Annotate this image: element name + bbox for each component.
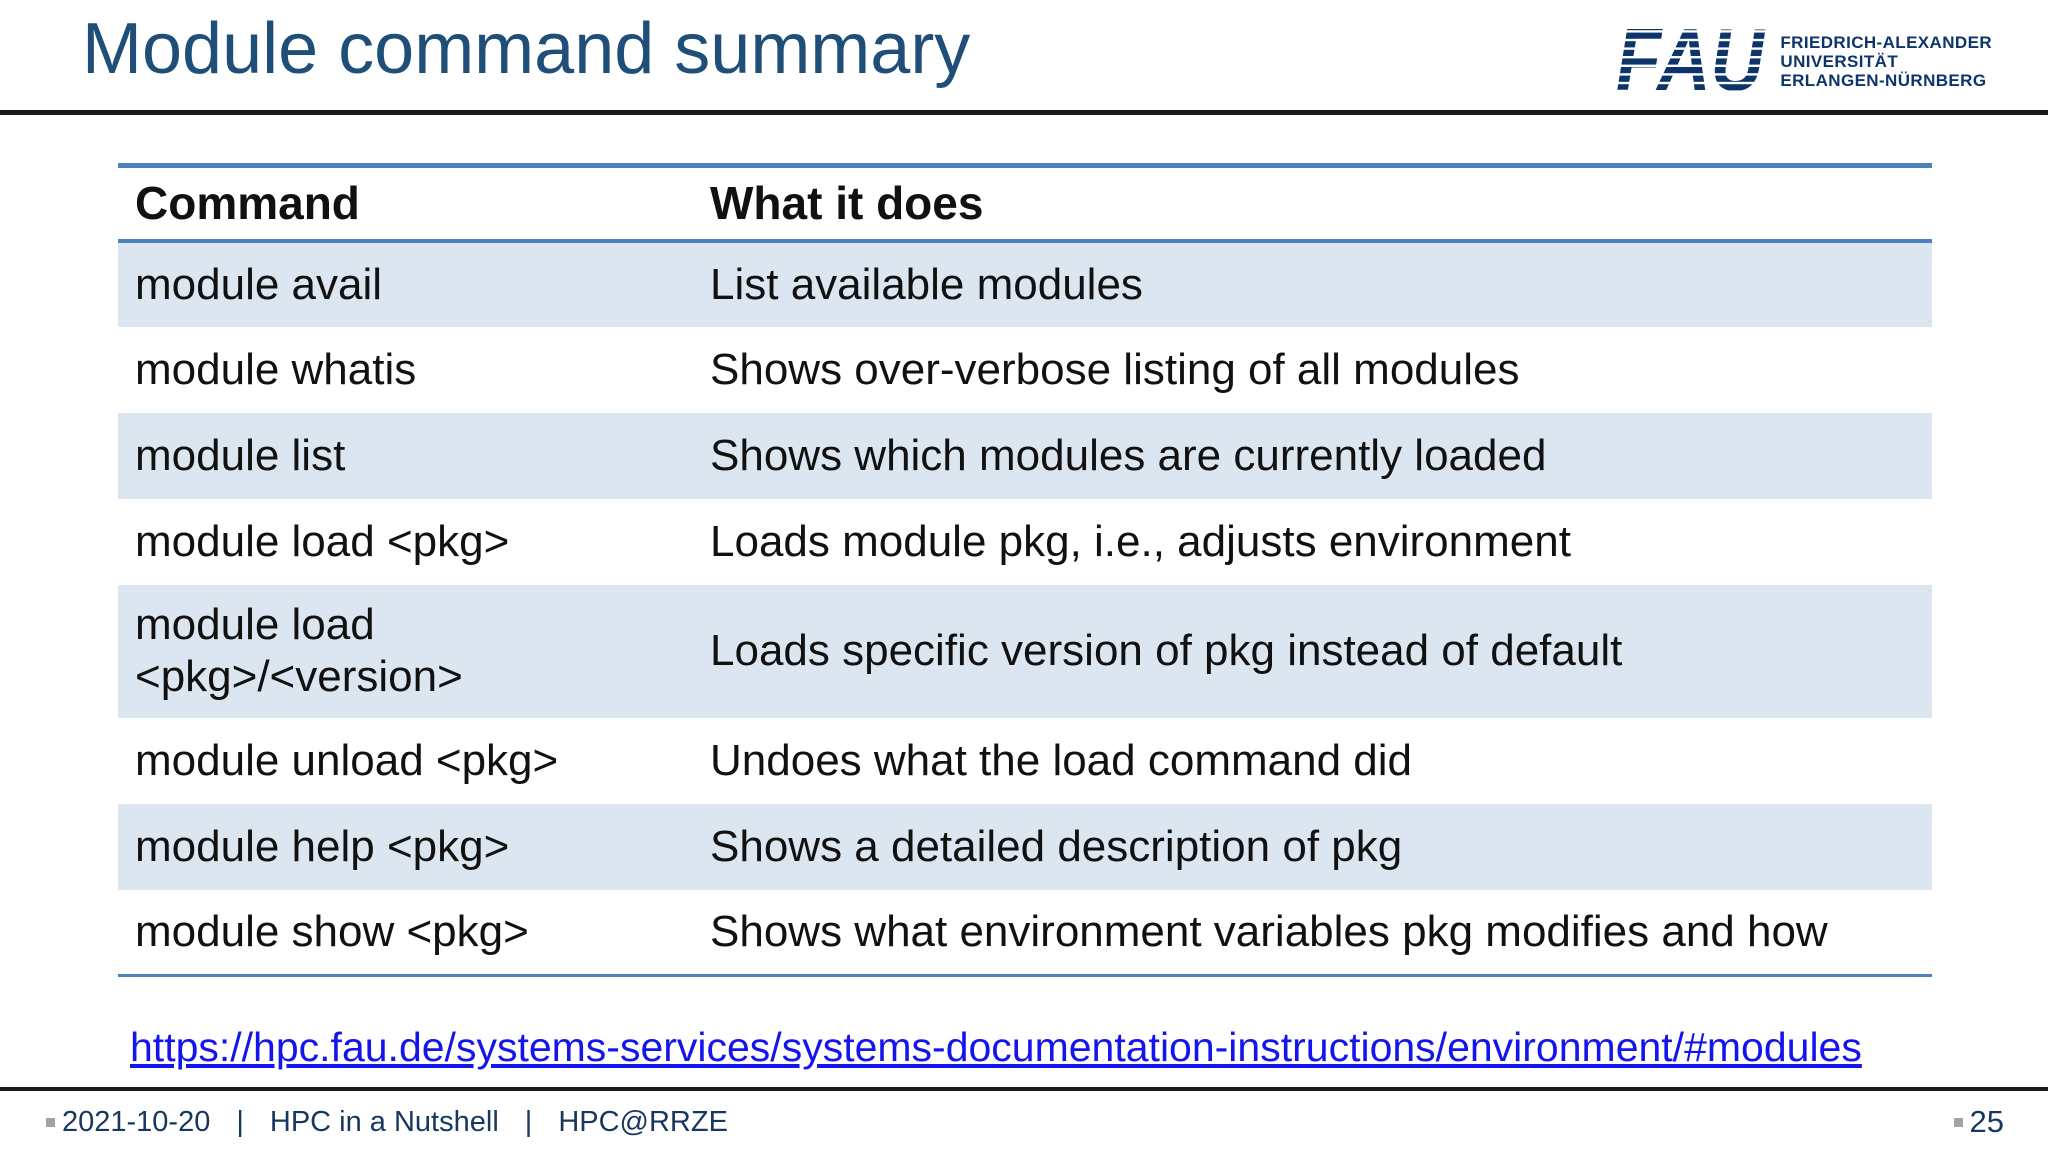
footer-separator: | [236,1105,244,1138]
command-table: Command What it does module avail List a… [118,163,1932,977]
description-cell: Shows what environment variables pkg mod… [710,906,1828,956]
fau-org-line: FRIEDRICH-ALEXANDER [1780,33,1992,52]
description-cell: Loads module pkg, i.e., adjusts environm… [710,516,1571,566]
command-cell: module help <pkg> [135,821,510,871]
fau-wordmark: FRIEDRICH-ALEXANDER UNIVERSITÄT ERLANGEN… [1780,33,1992,90]
table-row: module whatis Shows over-verbose listing… [118,326,1932,413]
command-cell: module show <pkg> [135,906,529,956]
table-row: module avail List available modules [118,240,1932,327]
table-row: module list Shows which modules are curr… [118,412,1932,499]
description-cell: Loads specific version of pkg instead of… [710,626,1623,676]
footer-divider [0,1087,2048,1091]
fau-org-line: UNIVERSITÄT [1780,52,1899,71]
table-row: module load <pkg> Loads module pkg, i.e.… [118,498,1932,585]
footer-date: 2021-10-20 [62,1105,211,1138]
command-cell: module unload <pkg> [135,735,559,785]
table-row: module load <pkg>/<version> Loads specif… [118,584,1932,718]
footer-bullet-icon [46,1117,55,1127]
table-row: module show <pkg> Shows what environment… [118,889,1932,976]
description-cell: Undoes what the load command did [710,735,1412,785]
page-title: Module command summary [82,9,971,89]
page-number: 25 [1969,1104,2004,1139]
description-cell: Shows a detailed description of pkg [710,821,1403,871]
page-number-container: 25 [1953,1103,2004,1141]
command-cell: module load <pkg>/<version> [135,600,463,701]
page-number-bullet-icon [1953,1117,1963,1127]
footer-separator: | [524,1105,533,1138]
description-cell: List available modules [710,259,1143,309]
fau-striped-letters-icon: FAU [1616,24,1766,92]
column-header-description: What it does [693,165,1932,243]
footer: 2021-10-20 | HPC in a Nutshell | HPC@RRZ… [46,1103,728,1141]
column-header-command: Command [118,165,693,243]
description-cell: Shows over-verbose listing of all module… [710,344,1520,394]
documentation-link[interactable]: https://hpc.fau.de/systems-services/syst… [130,1024,1862,1070]
command-table-container: Command What it does module avail List a… [118,163,1932,977]
command-cell: module load <pkg> [135,516,510,566]
table-header-row: Command What it does [118,165,1932,243]
command-cell: module whatis [135,344,417,394]
title-divider [0,110,2048,115]
table-row: module unload <pkg> Undoes what the load… [118,717,1932,804]
command-cell: module avail [135,259,383,309]
fau-logo: FAU FRIEDRICH-ALEXANDER UNIVERSITÄT ERLA… [1614,24,1992,92]
command-cell: module list [135,430,346,480]
fau-org-line: ERLANGEN-NÜRNBERG [1780,71,1987,90]
description-cell: Shows which modules are currently loaded [710,430,1547,480]
fau-acronym: FAU [1616,24,1766,92]
footer-group: HPC@RRZE [558,1105,728,1138]
footer-event: HPC in a Nutshell [269,1105,499,1138]
table-row: module help <pkg> Shows a detailed descr… [118,803,1932,890]
